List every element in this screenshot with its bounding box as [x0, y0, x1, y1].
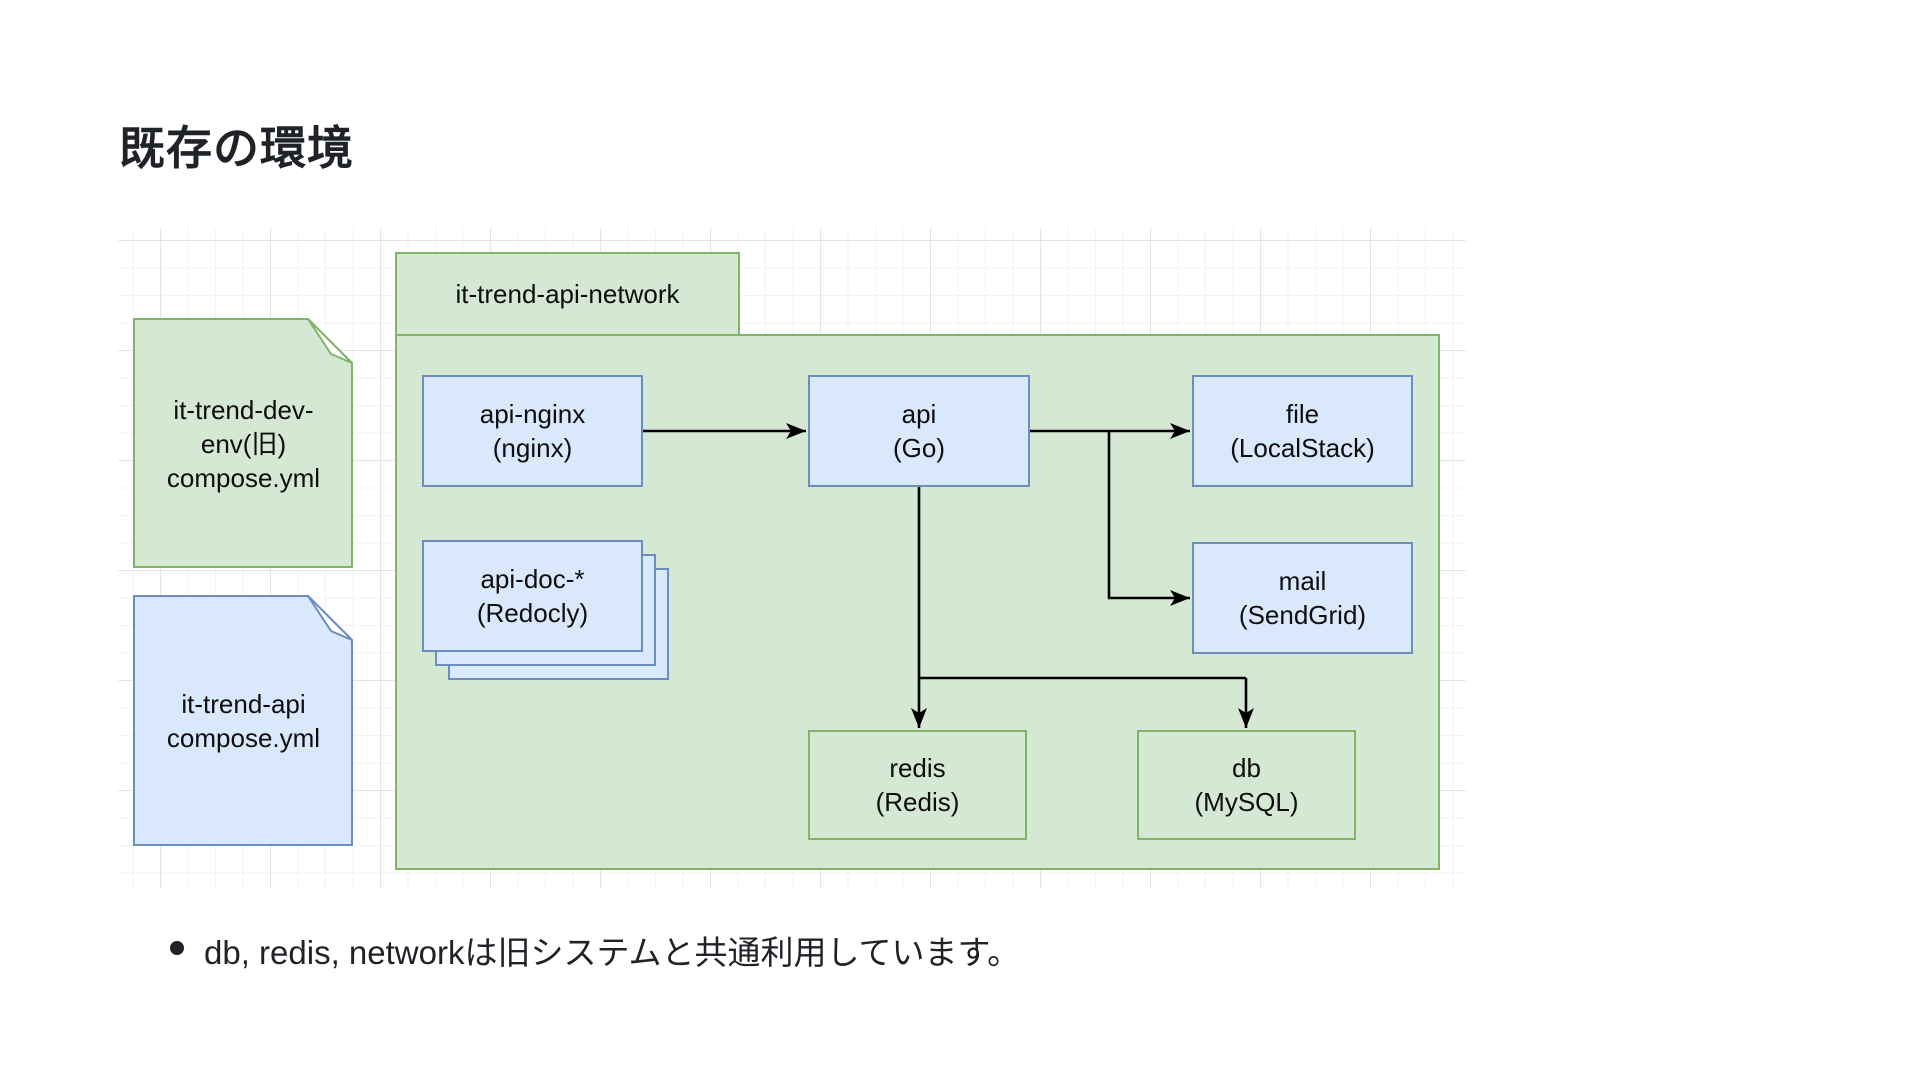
- node-db: db (MySQL): [1137, 730, 1356, 840]
- page-title: 既存の環境: [119, 122, 354, 174]
- node-tech: (Go): [893, 433, 945, 463]
- node-file: file (LocalStack): [1192, 375, 1413, 487]
- node-tech: (nginx): [492, 433, 573, 463]
- bullet-text: db, redis, networkは旧システムと共通利用しています。: [204, 934, 1021, 971]
- node-tech: (SendGrid): [1238, 600, 1367, 630]
- node-api: api (Go): [808, 375, 1030, 487]
- diagram-canvas: it-trend-api-network it-trend-dev- env(旧…: [118, 228, 1466, 888]
- node-name: file: [1285, 399, 1320, 429]
- network-container-label: it-trend-api-network: [395, 252, 740, 336]
- node-api-nginx: api-nginx (nginx): [422, 375, 643, 487]
- note-api-compose: it-trend-api compose.yml: [133, 595, 354, 847]
- note-line: env(旧): [200, 428, 287, 459]
- node-name: db: [1232, 753, 1261, 783]
- node-redis: redis (Redis): [808, 730, 1027, 840]
- node-tech: (Redis): [875, 787, 960, 817]
- note-dev-env-compose: it-trend-dev- env(旧) compose.yml: [133, 318, 354, 569]
- node-name: api: [901, 399, 937, 429]
- node-tech: (Redocly): [476, 598, 589, 628]
- note-shape-green: [133, 318, 353, 568]
- note-line: compose.yml: [166, 723, 321, 753]
- node-api-doc: api-doc-* (Redocly): [422, 540, 643, 652]
- node-mail: mail (SendGrid): [1192, 542, 1413, 654]
- note-shape-blue: [133, 595, 353, 846]
- node-name: api-nginx: [479, 399, 586, 429]
- bullet-item: db, redis, networkは旧システムと共通利用しています。: [170, 926, 1020, 974]
- bullet-marker-icon: [170, 941, 184, 955]
- node-tech: (MySQL): [1194, 787, 1299, 817]
- note-line: it-trend-dev-: [173, 394, 314, 425]
- node-tech: (LocalStack): [1230, 433, 1375, 463]
- note-line: it-trend-api: [181, 689, 306, 719]
- node-name: mail: [1278, 566, 1327, 596]
- node-name: api-doc-*: [480, 564, 585, 594]
- note-line: compose.yml: [166, 462, 321, 493]
- node-name: redis: [889, 753, 946, 783]
